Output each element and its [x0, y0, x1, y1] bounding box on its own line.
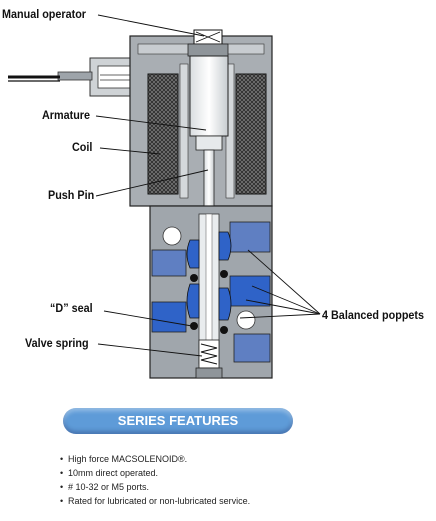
bullet-icon: • [60, 496, 64, 506]
leader-valve-spring [97, 343, 203, 357]
d-seal-4 [220, 326, 228, 334]
list-item: • Rated for lubricated or non-lubricated … [60, 494, 250, 508]
label-d-seal: “D” seal [50, 301, 93, 315]
feature-text: # 10-32 or M5 ports. [68, 482, 150, 492]
port-hole-lower [236, 310, 256, 330]
leader-manual-operator [97, 14, 205, 37]
label-coil: Coil [72, 140, 93, 154]
leader-d-seal [103, 310, 193, 327]
list-item: • # 10-32 or M5 ports. [60, 480, 250, 494]
coil-left [147, 73, 179, 195]
feature-text: High force MACSOLENOID®. [68, 454, 188, 464]
list-item: • 10mm direct operated. [60, 466, 250, 480]
label-manual-operator: Manual operator [2, 7, 87, 21]
electrical-connector [8, 57, 143, 97]
bullet-icon: • [60, 482, 64, 492]
poppet-2 [218, 231, 232, 261]
features-list: • High force MACSOLENOID®. • 10mm direct o… [60, 452, 250, 508]
leader-push-pin [95, 169, 209, 197]
armature [189, 55, 229, 151]
leader-poppet-3 [245, 299, 321, 315]
port-hole-upper [162, 226, 182, 246]
label-push-pin: Push Pin [48, 188, 95, 202]
feature-text: 10mm direct operated. [68, 468, 159, 478]
label-valve-spring: Valve spring [25, 336, 89, 350]
bullet-icon: • [60, 454, 64, 464]
valve-spring [195, 339, 223, 379]
leader-poppet-1 [247, 249, 321, 315]
d-seal-3 [190, 322, 198, 330]
leader-poppet-4 [239, 313, 321, 319]
balanced-poppets [186, 231, 232, 334]
feature-text: Rated for lubricated or non-lubricated s… [68, 496, 251, 506]
poppet-1 [186, 239, 200, 269]
leader-poppet-2 [251, 285, 321, 315]
valve-body [149, 205, 273, 379]
series-features-banner: SERIES FEATURES [63, 408, 293, 434]
leader-lines [95, 14, 321, 357]
label-balanced-poppets: 4 Balanced poppets [322, 308, 425, 322]
leader-armature [95, 115, 207, 131]
bullet-icon: • [60, 468, 64, 478]
d-seal-1 [190, 274, 198, 282]
d-seal-2 [220, 270, 228, 278]
leader-coil [99, 147, 161, 155]
list-item: • High force MACSOLENOID®. [60, 452, 250, 466]
coil-right [235, 73, 267, 195]
label-armature: Armature [42, 108, 91, 122]
poppet-4 [218, 287, 232, 321]
poppet-3 [186, 283, 200, 319]
